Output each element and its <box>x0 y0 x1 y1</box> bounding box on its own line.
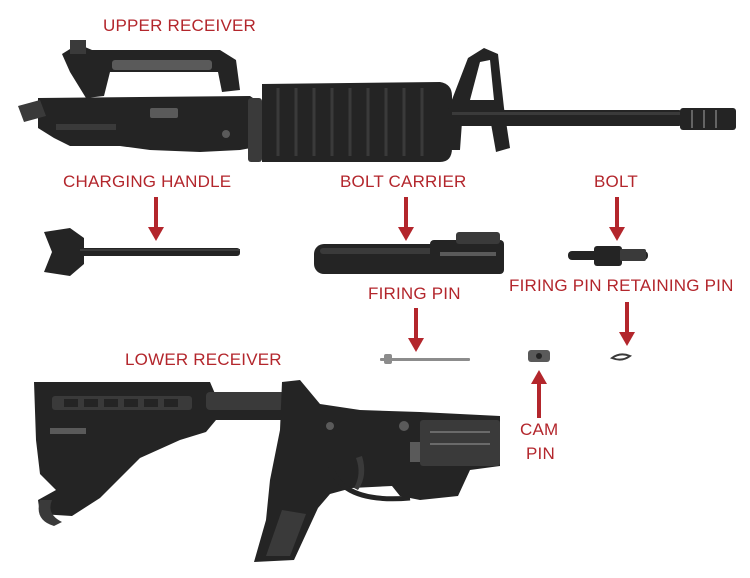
cam-pin-part <box>528 350 550 362</box>
label-bolt: BOLT <box>594 172 638 191</box>
label-cam-pin-line2: PIN <box>526 444 555 463</box>
arrow-down-icon <box>609 197 625 241</box>
label-firing-pin: FIRING PIN <box>368 284 461 303</box>
upper-receiver-part <box>18 40 736 162</box>
label-cam-pin-line1: CAM <box>520 420 559 439</box>
arrow-down-icon <box>408 308 424 352</box>
label-upper-receiver: UPPER RECEIVER <box>103 16 257 35</box>
label-charging-handle: CHARGING HANDLE <box>63 172 232 191</box>
arrow-down-icon <box>398 197 414 241</box>
retaining-pin-part <box>609 353 633 361</box>
label-lower-receiver: LOWER RECEIVER <box>125 350 282 369</box>
firing-pin-part <box>380 354 470 364</box>
arrow-down-icon <box>619 302 635 346</box>
bolt-part <box>568 246 648 266</box>
arrow-down-icon <box>148 197 164 241</box>
label-firing-pin-retaining-pin: FIRING PIN RETAINING PIN <box>509 276 734 295</box>
label-bolt-carrier: BOLT CARRIER <box>340 172 467 191</box>
charging-handle-part <box>44 228 240 276</box>
arrow-up-icon <box>531 370 547 418</box>
lower-receiver-part <box>34 380 500 562</box>
bolt-carrier-part <box>314 232 504 274</box>
